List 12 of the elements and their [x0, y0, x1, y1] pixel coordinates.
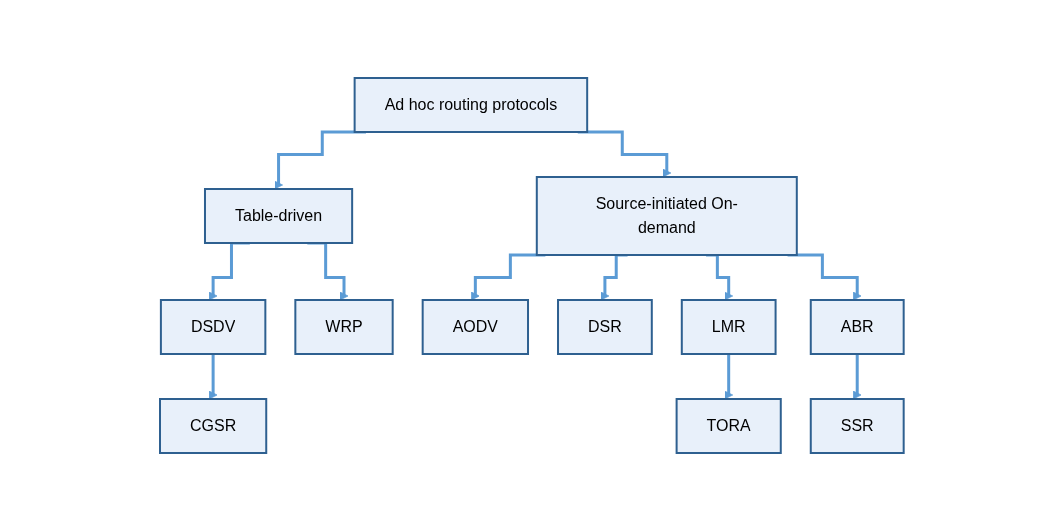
node-box: TORA	[675, 398, 782, 454]
node-box: Ad hoc routing protocols	[353, 77, 588, 133]
node-box: SSR	[809, 398, 905, 454]
node-box: AODV	[421, 299, 529, 355]
node-box: LMR	[680, 299, 777, 355]
node-box: WRP	[294, 299, 394, 355]
node-box: DSR	[556, 299, 653, 355]
node-box: CGSR	[158, 398, 267, 454]
node-box: DSDV	[159, 299, 266, 355]
node-box: ABR	[809, 299, 905, 355]
node-box: Source-initiated On-demand	[535, 176, 798, 256]
node-box: Table-driven	[203, 188, 353, 244]
